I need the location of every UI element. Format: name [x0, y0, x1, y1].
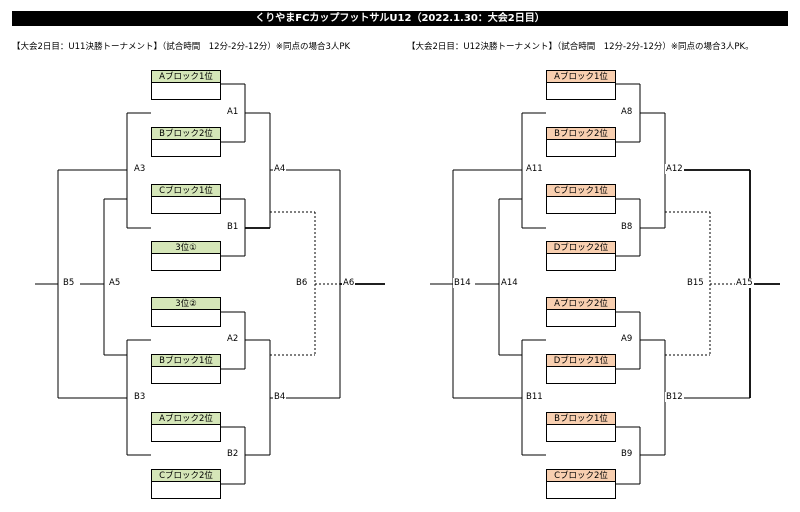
match-label: A8: [620, 107, 634, 117]
team-name: Cブロック2位: [151, 469, 221, 482]
team-name: Aブロック2位: [151, 412, 221, 425]
u12-bracket-subtitle: 【大会2日目：U12決勝トーナメント】（試合時間 12分-2分-12分）※同点の…: [407, 42, 754, 52]
match-label: A15: [735, 278, 754, 288]
match-label: B15: [686, 278, 705, 288]
match-label: A9: [620, 334, 634, 344]
score-box: [151, 367, 221, 384]
score-box: [546, 425, 616, 442]
match-label: B8: [620, 222, 634, 232]
match-label: B3: [133, 392, 147, 402]
team-name: Dブロック2位: [546, 241, 616, 254]
team-slot: Bブロック2位: [151, 127, 221, 157]
team-name: 3位①: [151, 241, 221, 254]
match-label: A5: [108, 278, 122, 288]
score-box: [151, 197, 221, 214]
match-label: B2: [226, 449, 240, 459]
team-slot: Cブロック1位: [546, 184, 616, 214]
team-name: Cブロック2位: [546, 469, 616, 482]
match-label: A2: [226, 334, 240, 344]
team-slot: Bブロック1位: [151, 354, 221, 384]
team-name: Bブロック1位: [151, 354, 221, 367]
u11-bracket-subtitle: 【大会2日目：U11決勝トーナメント】（試合時間 12分-2分-12分）※同点の…: [12, 42, 351, 52]
team-slot: Aブロック1位: [151, 70, 221, 100]
match-label: A6: [342, 278, 356, 288]
score-box: [151, 310, 221, 327]
team-name: Cブロック1位: [151, 184, 221, 197]
team-name: Aブロック1位: [546, 70, 616, 83]
team-slot: Cブロック1位: [151, 184, 221, 214]
team-slot: Cブロック2位: [546, 469, 616, 499]
team-name: Bブロック2位: [151, 127, 221, 140]
score-box: [151, 83, 221, 100]
match-label: A1: [226, 107, 240, 117]
u11-bracket-lines: [35, 83, 385, 485]
team-name: Bブロック1位: [546, 412, 616, 425]
match-label: A12: [665, 164, 684, 174]
score-box: [151, 140, 221, 157]
score-box: [546, 83, 616, 100]
match-label: A3: [133, 164, 147, 174]
match-label: A11: [525, 164, 544, 174]
team-slot: Aブロック2位: [546, 297, 616, 327]
match-label: B1: [226, 222, 240, 232]
match-label: A14: [500, 278, 519, 288]
score-box: [546, 197, 616, 214]
match-label: B14: [453, 278, 472, 288]
team-name: 3位②: [151, 297, 221, 310]
team-name: Bブロック2位: [546, 127, 616, 140]
match-label: B9: [620, 449, 634, 459]
team-name: Dブロック1位: [546, 354, 616, 367]
match-label: A4: [273, 164, 287, 174]
page-title: くりやまFCカップフットサルU12（2022.1.30：大会2日目）: [12, 11, 788, 26]
match-label: B12: [665, 392, 684, 402]
match-label: B4: [273, 392, 287, 402]
team-name: Cブロック1位: [546, 184, 616, 197]
match-label: B11: [525, 392, 544, 402]
team-slot: Aブロック2位: [151, 412, 221, 442]
team-slot: Bブロック1位: [546, 412, 616, 442]
score-box: [546, 140, 616, 157]
team-slot: 3位②: [151, 297, 221, 327]
score-box: [151, 482, 221, 499]
team-slot: Bブロック2位: [546, 127, 616, 157]
team-slot: Dブロック1位: [546, 354, 616, 384]
match-label: B6: [295, 278, 309, 288]
score-box: [151, 425, 221, 442]
score-box: [151, 254, 221, 271]
match-label: B5: [62, 278, 76, 288]
score-box: [546, 310, 616, 327]
team-slot: Aブロック1位: [546, 70, 616, 100]
team-slot: 3位①: [151, 241, 221, 271]
team-slot: Dブロック2位: [546, 241, 616, 271]
team-name: Aブロック1位: [151, 70, 221, 83]
team-slot: Cブロック2位: [151, 469, 221, 499]
score-box: [546, 254, 616, 271]
score-box: [546, 367, 616, 384]
score-box: [546, 482, 616, 499]
team-name: Aブロック2位: [546, 297, 616, 310]
